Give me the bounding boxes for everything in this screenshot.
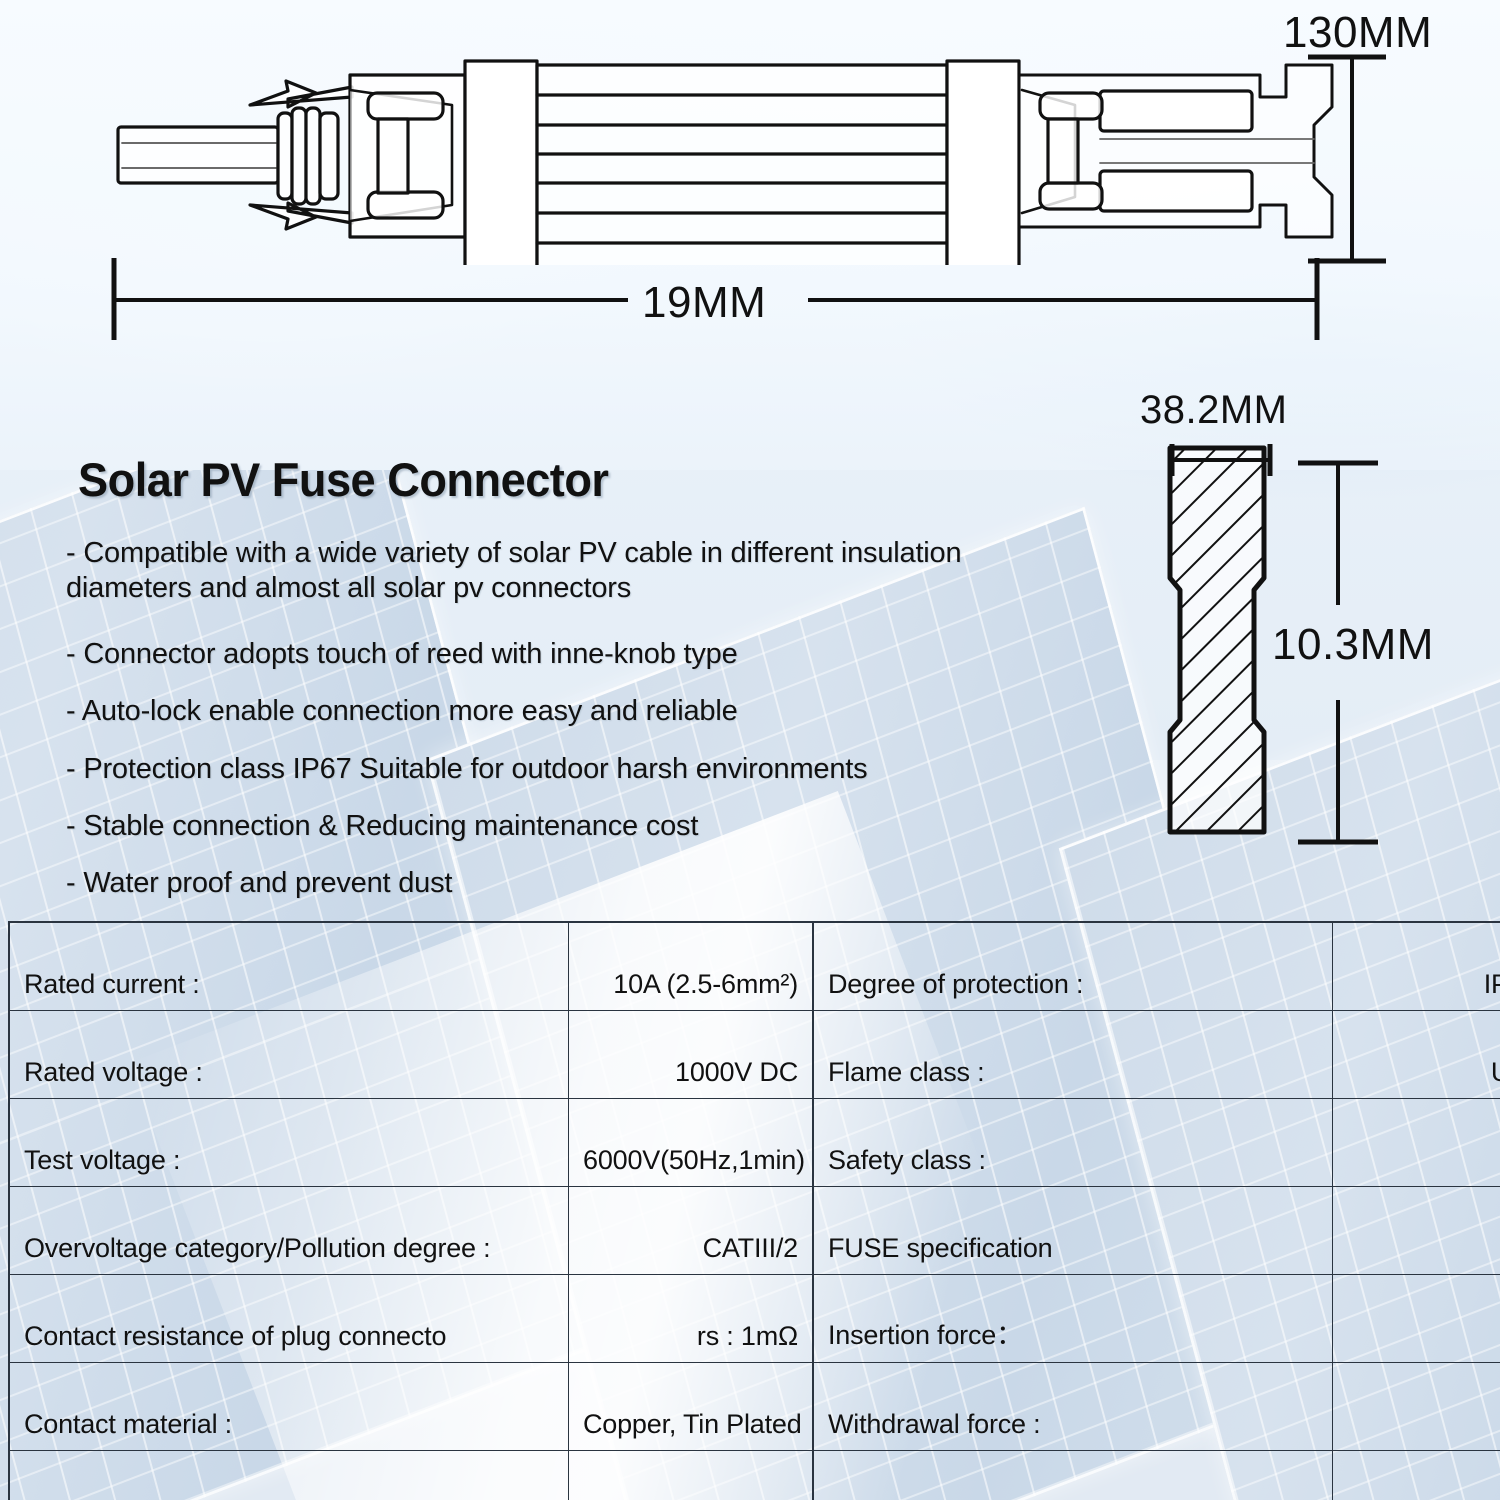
feature-item: - Protection class IP67 Suitable for out… [66,752,868,785]
spec-value: CATIII/2 [568,1186,814,1275]
dimension-19mm-label: 19MM [642,278,767,327]
spec-label: Withdrawal force : [812,1362,1333,1451]
spec-label: Rated voltage : [8,1010,569,1099]
spec-value: -40℃~+90℃ [1332,1450,1500,1500]
table-row: Contact resistance of plug connecto rs :… [8,1274,1500,1363]
spec-value: 10A (2.5-6mm²) [568,921,814,1011]
spec-label: Overvoltage category/Pollution degree : [8,1186,569,1275]
spec-value: Copper, Tin Plated [568,1362,814,1451]
dimension-10-3mm-label: 10.3MM [1272,620,1434,669]
spec-value: rs : 1mΩ [568,1274,814,1363]
fuse-connector-side-view [116,59,1334,265]
spec-value: Ⅱ [1332,1098,1500,1187]
dimension-38-2mm-label: 38.2MM [1140,388,1288,432]
spec-label: Flame class : [812,1010,1333,1099]
table-row: Insulation material : PPO Temperature ra… [8,1450,1500,1500]
feature-item: - Compatible with a wide variety of sola… [66,537,962,605]
dimension-130mm [1308,54,1386,264]
table-row: Overvoltage category/Pollution degree : … [8,1186,1500,1275]
feature-item: - Water proof and prevent dust [66,867,453,900]
dimension-10-3mm [1298,460,1378,845]
spec-value: ≥50N [1332,1362,1500,1451]
spec-label: Rated current : [8,921,569,1011]
spec-label: FUSE specification [812,1186,1333,1275]
feature-item: - Connector adopts touch of reed with in… [66,637,738,670]
spec-value: UL94-V0 [1332,1010,1500,1099]
dimension-130mm-label: 130MM [1283,8,1433,57]
dimension-19mm [111,258,1320,340]
table-row: Rated voltage : 1000V DC Flame class : U… [8,1010,1500,1099]
spec-label: Insertion force： [812,1274,1333,1363]
feature-item: - Auto-lock enable connection more easy … [66,695,738,728]
spec-label: Insulation material : [8,1450,569,1500]
dimension-38-2mm [1169,444,1273,476]
spec-value: 1~30A [1332,1186,1500,1275]
spec-value: PPO [568,1450,814,1500]
fuse-connector-cross-section [1167,445,1267,835]
feature-list: - Compatible with a wide variety of sola… [66,536,996,924]
feature-item: - Stable connection & Reducing maintenan… [66,809,699,842]
spec-value: 6000V(50Hz,1min) [568,1098,814,1187]
table-row: Contact material : Copper, Tin Plated Wi… [8,1362,1500,1451]
spec-label: Degree of protection : [812,921,1333,1011]
spec-label: Contact resistance of plug connecto [8,1274,569,1363]
table-row: Test voltage : 6000V(50Hz,1min) Safety c… [8,1098,1500,1187]
spec-value: ≤50N [1332,1274,1500,1363]
spec-label: Contact material : [8,1362,569,1451]
spec-value: 1000V DC [568,1010,814,1099]
page-title: Solar PV Fuse Connector [78,453,609,506]
spec-value: IP2*/IP68 [1332,921,1500,1011]
spec-label: Temperature range : [812,1450,1333,1500]
spec-label: Safety class : [812,1098,1333,1187]
table-row: Rated current : 10A (2.5-6mm²) Degree of… [8,921,1500,1011]
spec-label: Test voltage : [8,1098,569,1187]
specifications-table: Rated current : 10A (2.5-6mm²) Degree of… [8,921,1500,1500]
